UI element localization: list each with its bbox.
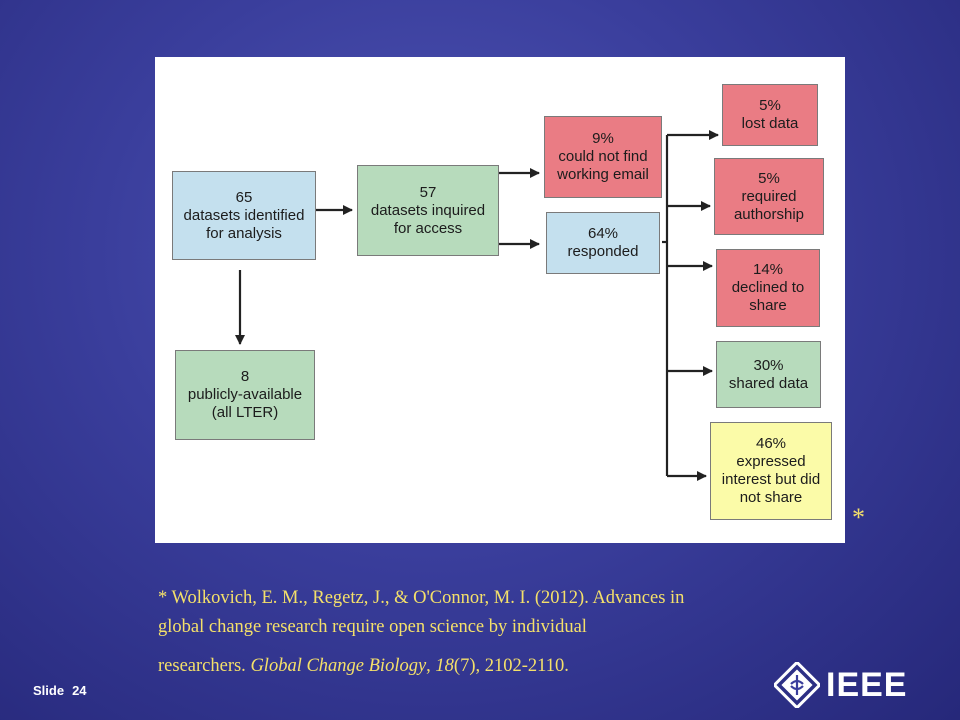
- journal-volume: 18: [435, 656, 454, 676]
- diagram-panel: 65 datasets identified for analysis 57 d…: [155, 57, 845, 543]
- box-required-authorship: 5% required authorship: [714, 158, 824, 235]
- box-publicly-available: 8 publicly-available (all LTER): [175, 350, 315, 440]
- box-declined-to-share: 14% declined to share: [716, 249, 820, 327]
- citation-line-1: * Wolkovich, E. M., Regetz, J., & O'Conn…: [158, 588, 685, 608]
- citation-line-3: researchers. Global Change Biology, 18(7…: [158, 656, 569, 676]
- flow-arrows: [235, 130, 719, 481]
- box-datasets-inquired: 57 datasets inquired for access: [357, 165, 499, 256]
- box-expressed-interest: 46% expressed interest but did not share: [710, 422, 832, 520]
- slide-number: Slide 24: [33, 683, 87, 698]
- box-lost-data: 5% lost data: [722, 84, 818, 146]
- ieee-logo-text: IEEE: [826, 665, 908, 704]
- box-datasets-identified: 65 datasets identified for analysis: [172, 171, 316, 260]
- footnote-asterisk: *: [852, 503, 865, 532]
- slide-number-value: 24: [72, 683, 87, 698]
- box-no-working-email: 9% could not find working email: [544, 116, 662, 198]
- box-responded: 64% responded: [546, 212, 660, 274]
- box-shared-data: 30% shared data: [716, 341, 821, 408]
- slide-label: Slide: [33, 683, 65, 698]
- ieee-diamond-icon: [774, 662, 820, 708]
- journal-title: Global Change Biology: [250, 656, 427, 676]
- ieee-logo: IEEE: [774, 662, 907, 708]
- citation-line-2: global change research require open scie…: [158, 617, 587, 637]
